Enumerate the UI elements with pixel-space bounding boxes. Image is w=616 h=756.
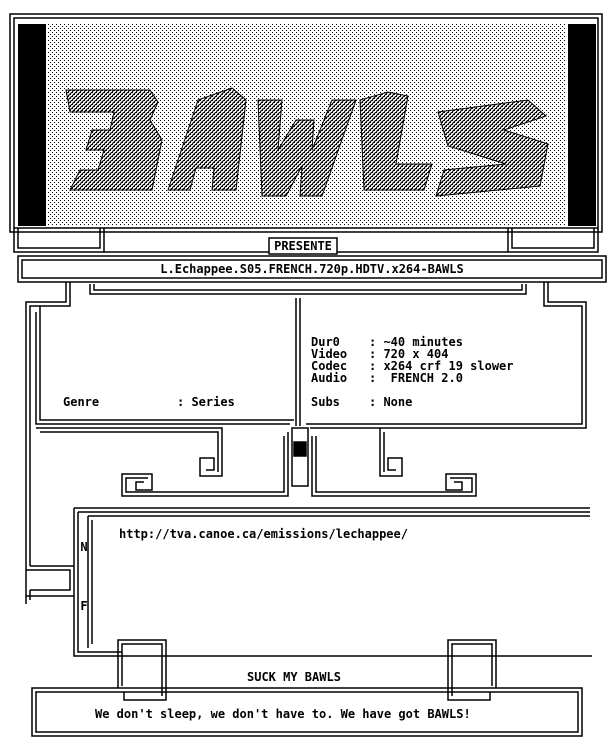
info-row-value: : FRENCH 2.0: [369, 371, 463, 385]
logo-connectors: [13, 228, 599, 253]
release-title-box: L.Echappee.S05.FRENCH.720p.HDTV.x264-BAW…: [20, 258, 604, 280]
nfo-side-letter-n: N: [80, 540, 88, 554]
bawls-logo: [65, 87, 549, 197]
imdb-url-link[interactable]: http://tva.canoe.ca/emissions/lechappee/: [119, 527, 408, 541]
subs-label: Subs: [311, 395, 340, 409]
nfo-frame: [25, 507, 592, 657]
footer-connectors: [117, 639, 497, 701]
nfo-side-letter-f: F: [80, 599, 88, 613]
footer-slogan: We don't sleep, we don't have to. We hav…: [95, 707, 471, 721]
genre-label: Genre: [63, 395, 100, 409]
info-row-value: : ~40 minutes: [369, 335, 463, 349]
logo-banner: [9, 13, 603, 233]
info-row-label: Dur0: [311, 335, 340, 349]
title-frame: [17, 255, 607, 283]
info-row-value: : x264 crf 19 slower: [369, 359, 514, 373]
logo-left-bar: [18, 24, 46, 226]
presente-label: PRESENTE: [274, 239, 332, 253]
info-row-value: : 720 x 404: [369, 347, 449, 361]
title-underline-bracket: [89, 284, 527, 295]
subs-value: : None: [369, 395, 413, 409]
info-panels: [25, 282, 587, 570]
logo-right-bar: [568, 24, 596, 226]
genre-value: : Series: [177, 395, 235, 409]
release-title: L.Echappee.S05.FRENCH.720p.HDTV.x264-BAW…: [160, 262, 464, 276]
center-knob: [291, 427, 309, 487]
info-row-label: Audio: [311, 371, 348, 385]
info-row-label: Video: [311, 347, 348, 361]
footer-tagline: SUCK MY BAWLS: [247, 670, 341, 684]
presente-box: [268, 237, 338, 255]
info-row-label: Codec: [311, 359, 348, 373]
footer-frame: [31, 687, 583, 737]
spiral-hooks: [36, 427, 477, 497]
